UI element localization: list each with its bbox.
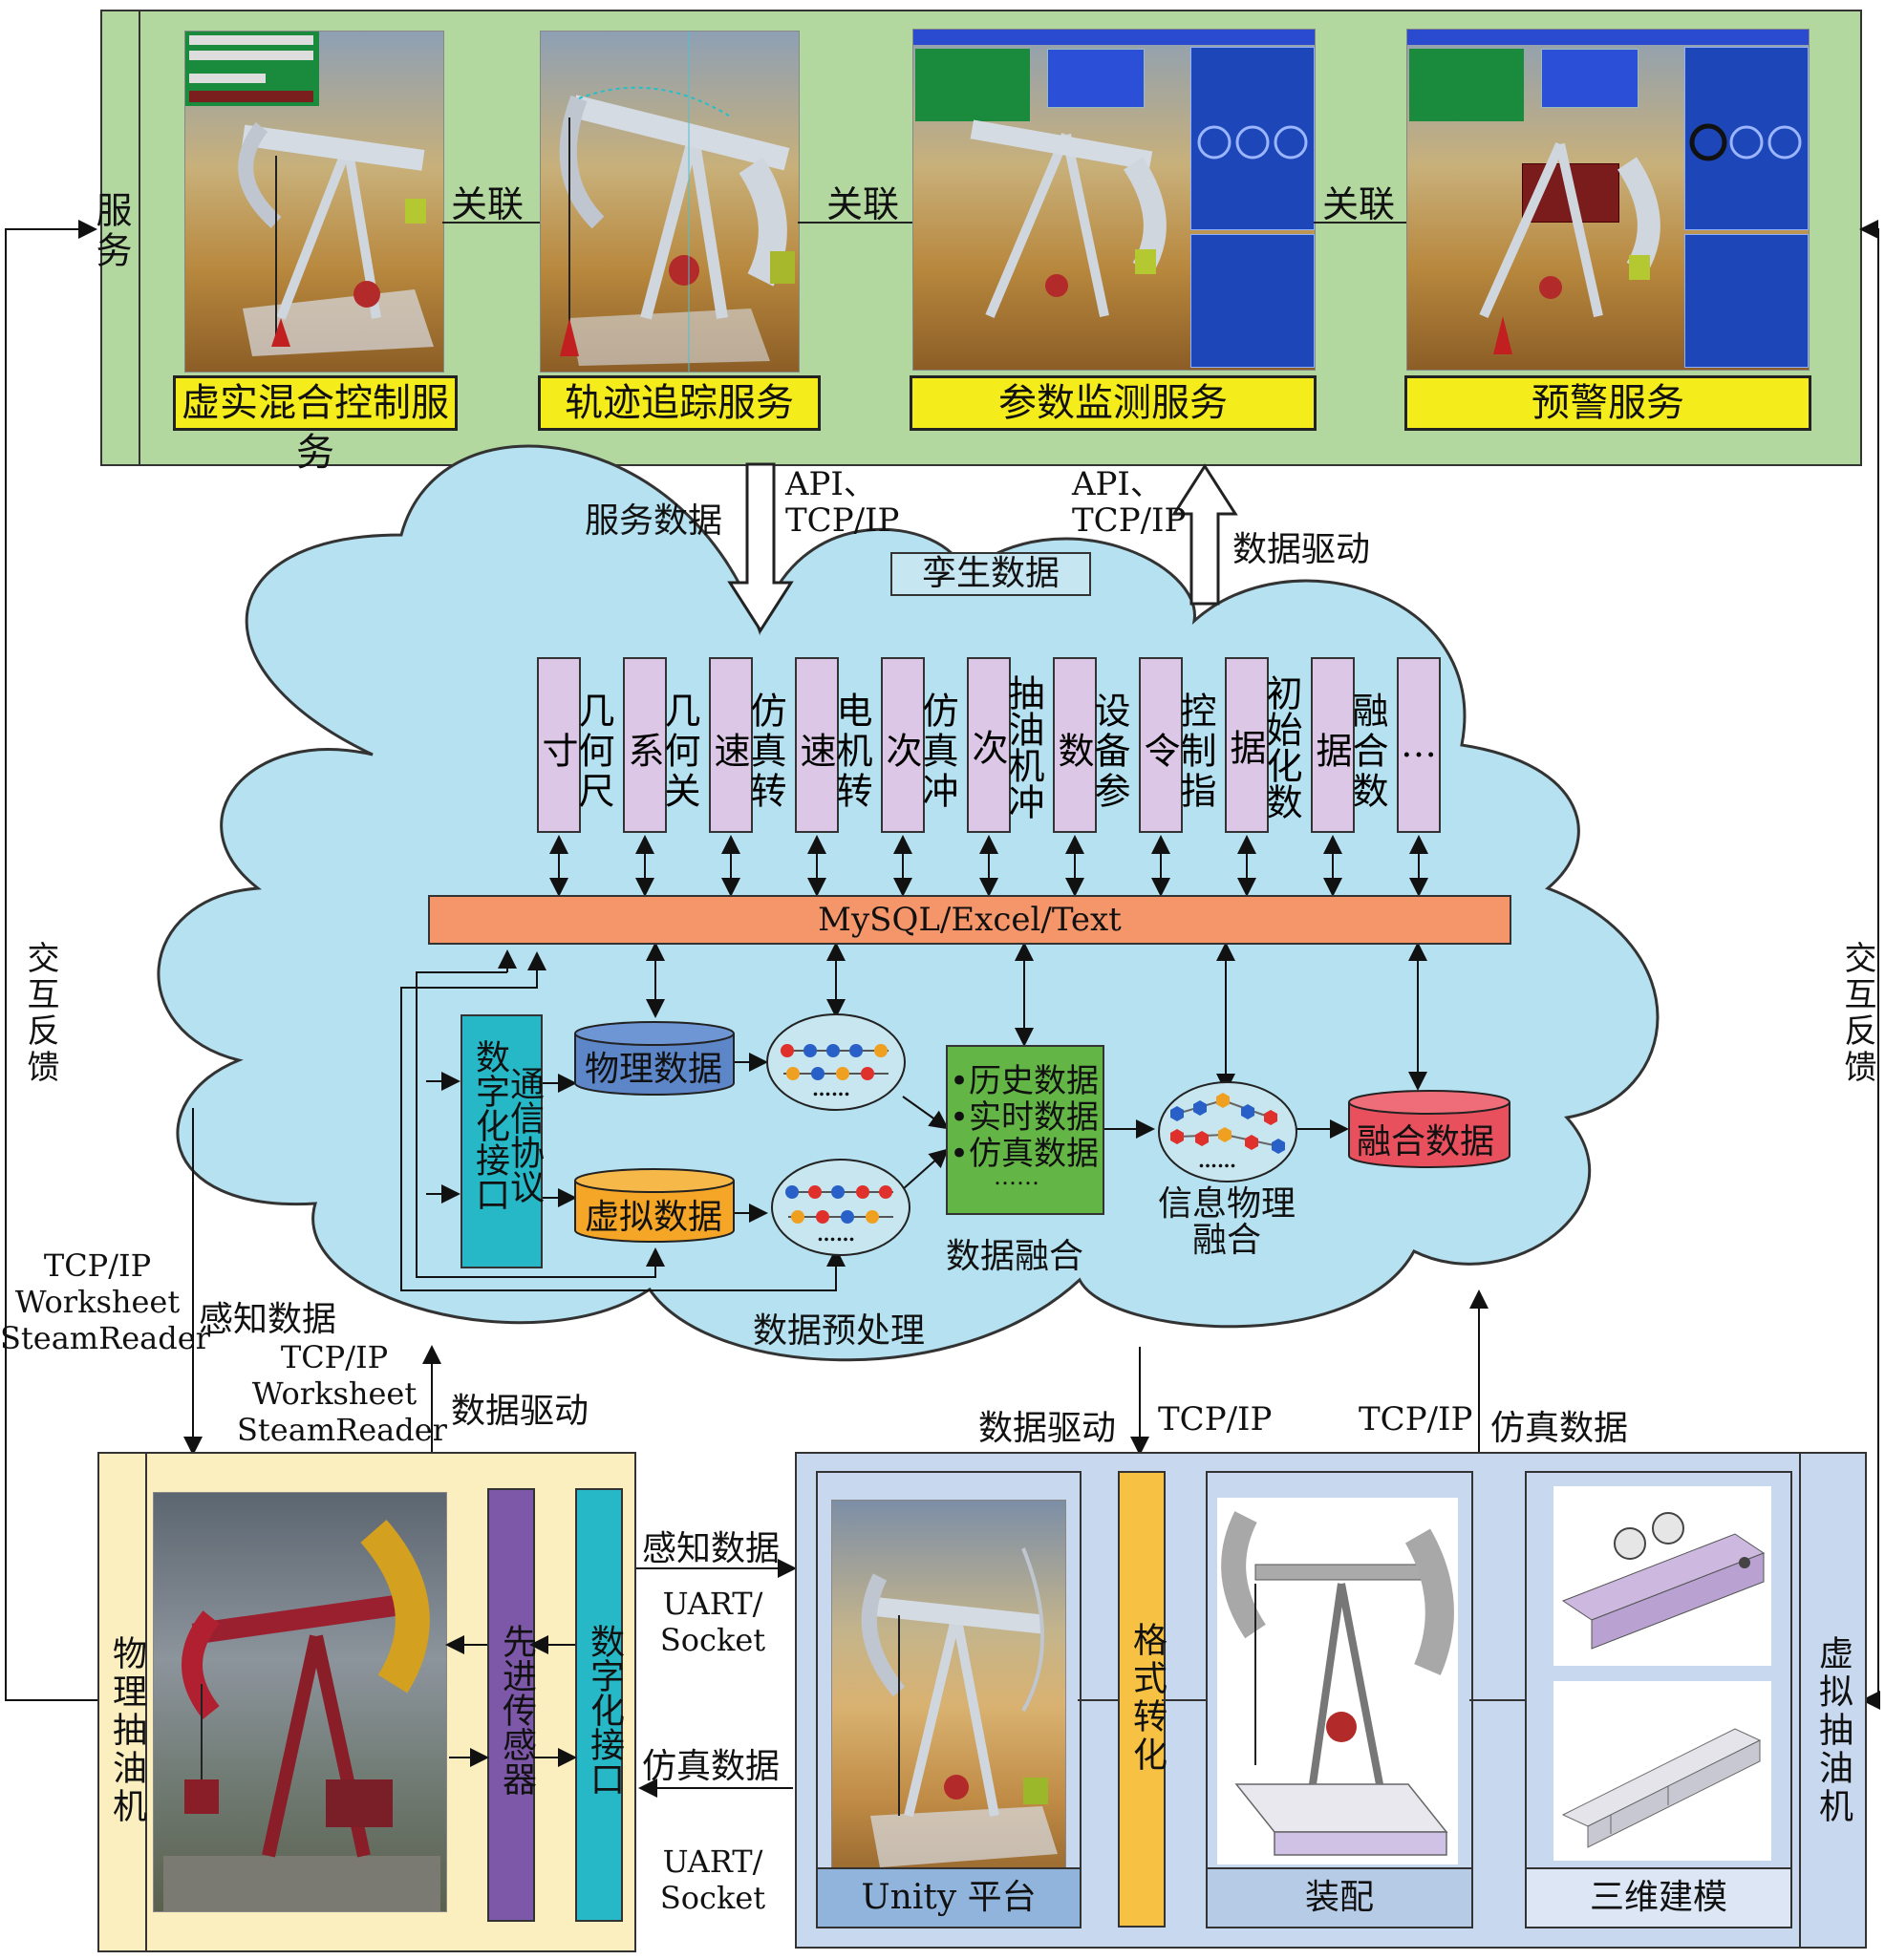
virtual-data-db [574, 1168, 735, 1243]
data-fusion-box [946, 1045, 1104, 1215]
fused-data-db [1348, 1090, 1510, 1168]
data-column-4: 电机转速 [794, 657, 872, 833]
data-column-8: 控制指令 [1138, 657, 1216, 833]
format-conversion-label: 格式转化 [1127, 1622, 1167, 1775]
data-drive-top-label: 数据驱动 [1232, 530, 1371, 569]
advanced-sensor-box [487, 1488, 535, 1922]
fusion-item-history: •历史数据 [950, 1062, 1100, 1100]
physical-side-label: 物理抽油机 [107, 1635, 146, 1826]
physical-panel-divider [145, 1452, 147, 1950]
ellipsis-1: …… [812, 1077, 850, 1100]
data-column-11: … [1397, 657, 1441, 833]
assembly-render [1217, 1498, 1458, 1864]
data-drive-mid-label: 数据驱动 [451, 1392, 589, 1431]
uart-socket-label-1: UART/ Socket [659, 1586, 766, 1658]
tcp-ip-label-2: TCP/IP [1359, 1400, 1473, 1438]
physical-interface-box [575, 1488, 623, 1922]
bottom-sim-data-label: 仿真数据 [642, 1747, 781, 1786]
unity-render [831, 1500, 1066, 1874]
service-label-warning: 预警服务 [1404, 375, 1811, 431]
interface-label-b: 通信协议 [504, 1066, 544, 1204]
link-label-2: 关联 [826, 183, 900, 225]
assembly-label: 装配 [1206, 1867, 1473, 1928]
service-data-label: 服务数据 [585, 501, 723, 541]
link-label-3: 关联 [1322, 183, 1396, 225]
bottom-perception-label: 感知数据 [642, 1529, 781, 1568]
virtual-data-label: 虚拟数据 [585, 1198, 723, 1237]
link-label-1: 关联 [451, 183, 525, 225]
preprocess-ellipse-2 [771, 1159, 910, 1256]
service-panel-divider [139, 10, 140, 464]
left-protocols-label: TCP/IP Worksheet SteamReader [0, 1247, 210, 1356]
fusion-item-simulation: •仿真数据 [950, 1135, 1100, 1173]
physical-data-label: 物理数据 [585, 1050, 723, 1089]
interface-label-a: 数字化接口 [470, 1039, 509, 1211]
virtual-panel-divider [1799, 1452, 1801, 1947]
api-tcp-left-label: API、 TCP/IP [785, 465, 900, 540]
data-column-3: 仿真转速 [708, 657, 786, 833]
data-column-2: 几何关系 [622, 657, 700, 833]
data-fusion-caption: 数据融合 [946, 1237, 1084, 1276]
cps-caption: 信息物理 融合 [1158, 1184, 1296, 1260]
data-column-6: 抽油机冲次 [966, 657, 1044, 833]
data-column-5: 仿真冲次 [880, 657, 958, 833]
data-column-7: 设备参数 [1052, 657, 1130, 833]
interaction-feedback-right: 交互反馈 [1838, 941, 1876, 1086]
sim-data-right-label: 仿真数据 [1490, 1409, 1629, 1448]
service-label-trajectory: 轨迹追踪服务 [538, 375, 821, 431]
virtual-side-label: 虚拟抽油机 [1813, 1635, 1853, 1826]
physical-data-db [574, 1021, 735, 1096]
modeling-render-2 [1553, 1681, 1771, 1861]
screenshot-param-monitor [912, 29, 1316, 371]
interaction-feedback-left: 交互反馈 [21, 941, 59, 1086]
modeling-label: 三维建模 [1525, 1867, 1792, 1928]
screenshot-hybrid-control [184, 31, 444, 373]
preprocess-caption: 数据预处理 [753, 1311, 926, 1351]
service-label-param-monitor: 参数监测服务 [910, 375, 1317, 431]
physical-interface-label: 数字化接口 [585, 1624, 624, 1796]
cps-fusion-ellipse [1158, 1081, 1297, 1182]
twin-data-title: 孪生数据 [890, 552, 1091, 596]
fused-data-label: 融合数据 [1357, 1122, 1495, 1161]
fusion-item-realtime: •实时数据 [950, 1098, 1100, 1137]
top-connectors [442, 222, 1406, 224]
physical-pumpjack-photo [153, 1492, 447, 1912]
api-tcp-right-label: API、 TCP/IP [1072, 465, 1187, 540]
db-bar: MySQL/Excel/Text [428, 895, 1511, 945]
data-column-1: 几何尺寸 [536, 657, 614, 833]
fusion-item-more: …… [994, 1163, 1039, 1190]
screenshot-trajectory [540, 31, 800, 373]
data-column-9: 初始化数据 [1224, 657, 1302, 833]
uart-socket-label-2: UART/ Socket [659, 1843, 766, 1916]
ellipsis-2: …… [817, 1223, 855, 1246]
preprocess-ellipse-1 [766, 1013, 906, 1111]
tcp-ip-label-1: TCP/IP [1158, 1400, 1273, 1438]
data-drive-right-label: 数据驱动 [978, 1409, 1117, 1448]
mid-protocols-label: TCP/IP Worksheet SteamReader [237, 1339, 447, 1448]
unity-label: Unity 平台 [816, 1867, 1082, 1928]
service-data-arrows [727, 462, 1238, 633]
service-label-hybrid-control: 虚实混合控制服务 [173, 375, 458, 475]
ellipsis-3: …… [1198, 1149, 1236, 1172]
screenshot-warning [1406, 29, 1810, 371]
modeling-render-1 [1553, 1486, 1771, 1666]
perception-data-label: 感知数据 [199, 1300, 337, 1339]
digital-interface-box [461, 1014, 543, 1268]
data-column-10: 融合数据 [1310, 657, 1388, 833]
